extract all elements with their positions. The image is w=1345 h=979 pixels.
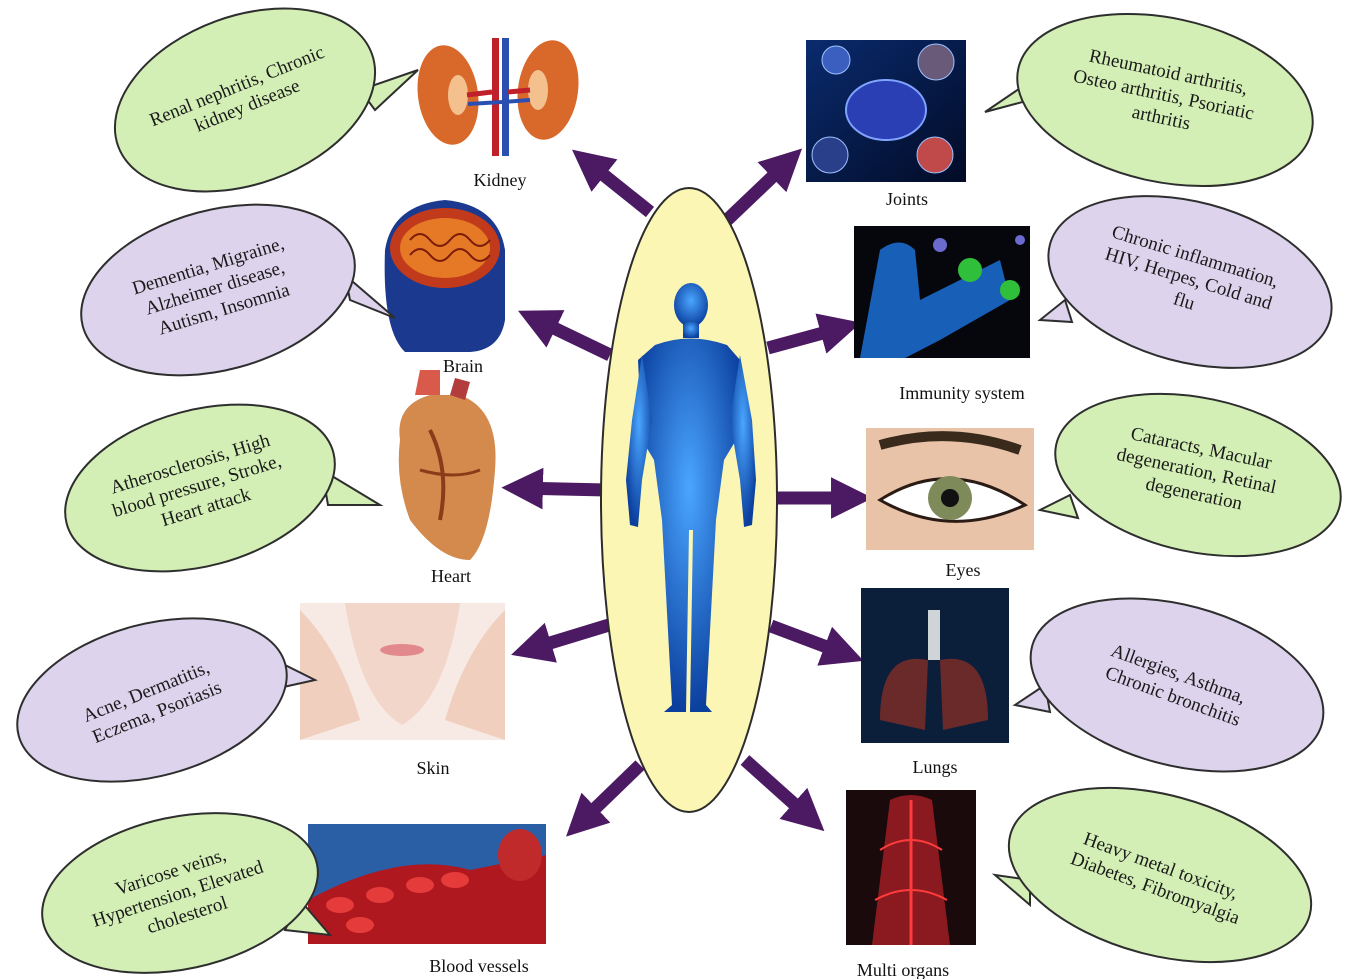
- lungs-icon: [861, 588, 1009, 743]
- bubble-skin: Acne, Dermatitis, Eczema, Psoriasis: [0, 591, 315, 809]
- label-lungs: Lungs: [913, 757, 958, 777]
- arrow-to-lungs: [771, 626, 848, 655]
- multi-organs-icon: [846, 790, 976, 945]
- label-heart: Heart: [431, 566, 471, 586]
- bubble-blood-vessels: Varicose veins, Hypertension, Elevated c…: [27, 790, 332, 979]
- bubble-eyes: Cataracts, Macular degeneration, Retinal…: [1040, 370, 1345, 581]
- brain-icon: [385, 200, 505, 352]
- bubble-heart: Atherosclerosis, High blood pressure, St…: [47, 377, 380, 599]
- arrow-to-kidney: [585, 160, 650, 212]
- label-multi-organs: Multi organs: [857, 960, 949, 979]
- skin-icon: [300, 603, 505, 740]
- blood-vessels-icon: [308, 824, 546, 944]
- eye-icon: [866, 428, 1034, 550]
- arrow-to-brain: [533, 318, 610, 355]
- label-skin: Skin: [416, 758, 449, 778]
- label-joints: Joints: [886, 189, 928, 209]
- kidney-icon: [411, 36, 584, 156]
- joints-icon: [806, 40, 966, 182]
- bubble-multi-organs: Heavy metal toxicity, Diabetes, Fibromya…: [990, 758, 1331, 979]
- arrow-to-multi-organs: [745, 760, 812, 820]
- label-kidney: Kidney: [474, 170, 527, 190]
- arrow-to-blood-vessels: [578, 765, 640, 825]
- immunity-icon: [854, 226, 1030, 358]
- arrow-to-joints: [725, 160, 790, 222]
- arrow-to-immunity: [768, 327, 845, 348]
- center-figure: [601, 188, 777, 812]
- arrow-to-skin: [527, 625, 609, 650]
- bubble-kidney: Renal nephritis, Chronic kidney disease: [89, 0, 418, 225]
- arrow-to-heart: [518, 488, 606, 490]
- bubble-immunity: Chronic inflammation, HIV, Herpes, Cold …: [1029, 167, 1345, 397]
- label-eyes: Eyes: [946, 560, 981, 580]
- bubble-joints: Rheumatoid arthritis, Osteo arthritis, P…: [985, 0, 1329, 211]
- heart-icon: [399, 370, 496, 560]
- label-brain: Brain: [443, 356, 483, 376]
- bubble-brain: Dementia, Migraine, Alzheimer disease, A…: [62, 176, 395, 403]
- label-immunity: Immunity system: [899, 383, 1025, 403]
- bubble-lungs: Allergies, Asthma, Chronic bronchitis: [1011, 569, 1342, 801]
- label-blood-vessels: Blood vessels: [429, 956, 529, 976]
